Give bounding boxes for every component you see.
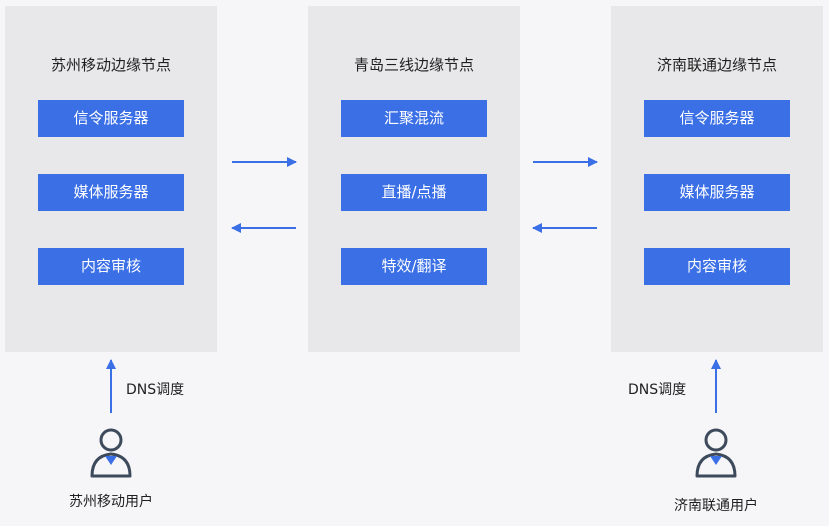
edge-node-jinan: 济南联通边缘节点 信令服务器 媒体服务器 内容审核 bbox=[611, 6, 823, 352]
user-label-suzhou: 苏州移动用户 bbox=[69, 494, 153, 510]
jinan-signaling-server: 信令服务器 bbox=[644, 100, 790, 137]
edge-node-jinan-title: 济南联通边缘节点 bbox=[656, 56, 777, 74]
qingdao-effects-translation: 特效/翻译 bbox=[341, 248, 487, 285]
user-label-jinan: 济南联通用户 bbox=[674, 498, 758, 514]
dns-label-suzhou: DNS调度 bbox=[126, 382, 185, 398]
edge-node-suzhou-title: 苏州移动边缘节点 bbox=[50, 56, 171, 74]
qingdao-live-vod: 直播/点播 bbox=[341, 174, 487, 211]
dns-label-jinan: DNS调度 bbox=[628, 382, 687, 398]
suzhou-media-server: 媒体服务器 bbox=[38, 174, 184, 211]
user-icon-jinan bbox=[695, 428, 737, 478]
edge-node-qingdao: 青岛三线边缘节点 汇聚混流 直播/点播 特效/翻译 bbox=[308, 6, 520, 352]
edge-node-qingdao-title: 青岛三线边缘节点 bbox=[353, 56, 474, 74]
edge-node-suzhou: 苏州移动边缘节点 信令服务器 媒体服务器 内容审核 bbox=[5, 6, 217, 352]
jinan-media-server: 媒体服务器 bbox=[644, 174, 790, 211]
jinan-content-review: 内容审核 bbox=[644, 248, 790, 285]
suzhou-content-review: 内容审核 bbox=[38, 248, 184, 285]
qingdao-stream-mixing: 汇聚混流 bbox=[341, 100, 487, 137]
suzhou-signaling-server: 信令服务器 bbox=[38, 100, 184, 137]
user-icon-suzhou bbox=[90, 428, 132, 478]
